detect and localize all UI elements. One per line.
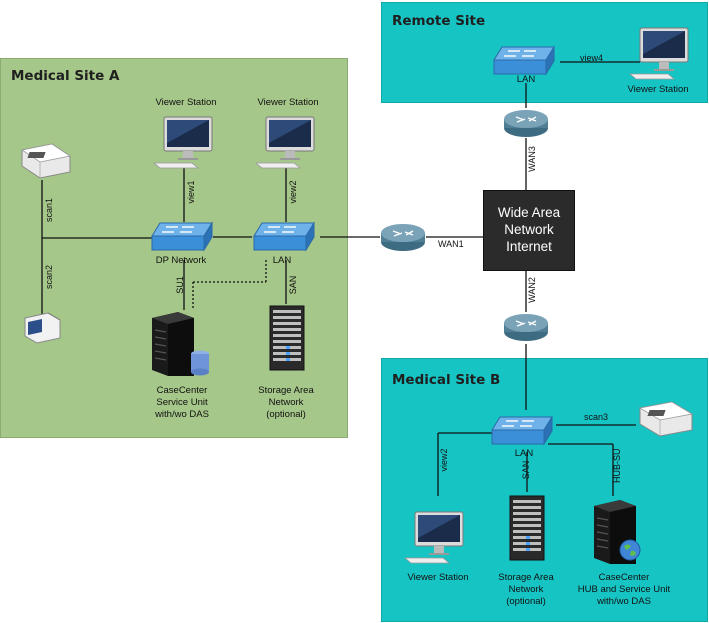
scanner-icon <box>24 312 61 344</box>
lan-label: LAN <box>272 255 292 266</box>
router-icon <box>504 110 548 137</box>
switch-icon <box>151 221 213 252</box>
san-link-label: SAN <box>288 275 298 295</box>
site-b-storage-label-line3: (optional) <box>506 596 546 607</box>
site-b-casecenter-label-line1: CaseCenter <box>598 572 650 583</box>
router-icon <box>381 224 425 251</box>
casecenter-label-line2: Service Unit <box>156 397 208 408</box>
remote-viewer-label: Viewer Station <box>627 84 689 95</box>
switch-icon <box>491 415 553 446</box>
scanner-icon <box>20 143 72 179</box>
dp-network-label: DP Network <box>155 255 207 266</box>
storage-rack-icon <box>509 495 545 561</box>
scan3-link-label: scan3 <box>584 412 609 422</box>
viewer-station-label: Viewer Station <box>257 97 319 108</box>
wan3-link-label: WAN3 <box>527 146 537 172</box>
storage-rack-icon <box>269 305 305 371</box>
globe-icon <box>619 539 641 561</box>
remote-lan-label: LAN <box>516 74 536 85</box>
wan-label-line1: Wide Area <box>497 205 561 220</box>
medical-site-b-region <box>381 358 708 622</box>
switch-icon <box>253 221 315 252</box>
hub-su-link-label: HUB-SU <box>612 448 622 483</box>
site-b-title: Medical Site B <box>392 372 501 388</box>
site-b-storage-label-line1: Storage Area <box>498 572 554 583</box>
wan-internet-box: Wide Area Network Internet <box>483 190 575 271</box>
wan-label-line2: Network <box>504 222 554 237</box>
site-b-view2-link-label: view2 <box>439 448 449 472</box>
view2-link-label: view2 <box>288 180 298 204</box>
scanner-icon <box>638 401 694 437</box>
view1-link-label: view1 <box>186 180 196 204</box>
viewer-station-label: Viewer Station <box>155 97 217 108</box>
site-b-lan-label: LAN <box>514 448 534 459</box>
site-b-san-link-label: SAN <box>521 460 531 480</box>
storage-label-line2: Network <box>268 397 304 408</box>
switch-icon <box>493 45 555 76</box>
wan1-link-label: WAN1 <box>438 239 464 249</box>
su1-link-label: SU1 <box>175 276 185 294</box>
monitor-icon <box>254 116 315 169</box>
view4-link-label: view4 <box>580 53 604 63</box>
scan1-link-label: scan1 <box>44 197 54 223</box>
site-b-storage-label-line2: Network <box>508 584 544 595</box>
site-b-casecenter-label-line3: with/wo DAS <box>597 596 651 607</box>
monitor-icon <box>403 511 464 564</box>
site-b-casecenter-label-line2: HUB and Service Unit <box>577 584 671 595</box>
casecenter-label-line1: CaseCenter <box>156 385 208 396</box>
site-a-title: Medical Site A <box>11 68 120 84</box>
wan-label-line3: Internet <box>506 239 552 254</box>
storage-label-line1: Storage Area <box>258 385 314 396</box>
site-b-viewer-label: Viewer Station <box>407 572 469 583</box>
casecenter-label-line3: with/wo DAS <box>155 409 209 420</box>
storage-label-line3: (optional) <box>266 409 306 420</box>
monitor-icon <box>628 27 689 80</box>
scan2-link-label: scan2 <box>44 264 54 290</box>
server-icon <box>152 312 209 376</box>
router-icon <box>504 314 548 341</box>
remote-site-title: Remote Site <box>392 13 486 29</box>
monitor-icon <box>152 116 213 169</box>
wan2-link-label: WAN2 <box>527 277 537 303</box>
